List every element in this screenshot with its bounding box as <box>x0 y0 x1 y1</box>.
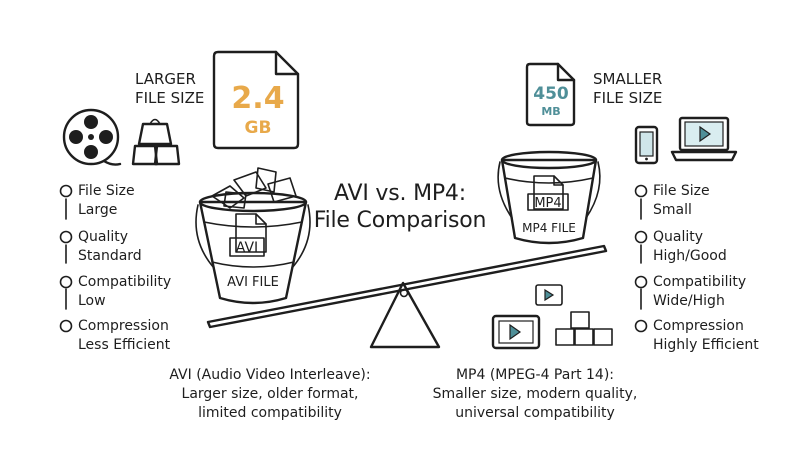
seesaw <box>206 244 608 349</box>
avi-caption-heading: AVI (Audio Video Interleave): <box>169 367 371 383</box>
mp4-attribute-value: Wide/High <box>653 293 725 309</box>
avi-attribute-file-size: File Size Large <box>78 182 135 220</box>
weights-icon <box>131 118 181 166</box>
page-title-line-1: AVI vs. MP4: <box>334 181 466 206</box>
mp4-attribute-value: High/Good <box>653 248 727 264</box>
larger-file-size-label-line-2: FILE SIZE <box>135 89 205 107</box>
mp4-caption-line: universal compatibility <box>455 405 615 421</box>
mp4-attribute-name: File Size <box>653 183 710 199</box>
small-file-size-value: 450 <box>533 84 569 104</box>
mp4-bucket <box>497 150 601 245</box>
mp4-attribute-quality: Quality High/Good <box>653 228 727 266</box>
avi-attribute-bullets <box>59 184 73 333</box>
smaller-file-size-label-line-2: FILE SIZE <box>593 89 663 107</box>
avi-attribute-value: Standard <box>78 248 142 264</box>
avi-attribute-name: File Size <box>78 183 135 199</box>
avi-caption-line: Larger size, older format, <box>181 386 359 402</box>
avi-attribute-name: Compatibility <box>78 274 172 290</box>
large-file-size-value: 2.4 <box>231 81 284 116</box>
mp4-caption-line: Smaller size, modern quality, <box>432 386 638 402</box>
phone-icon <box>634 125 659 165</box>
avi-attribute-name: Compression <box>78 318 169 334</box>
mp4-attribute-value: Small <box>653 202 692 218</box>
larger-file-size-label: LARGER FILE SIZE <box>135 70 204 108</box>
stacked-blocks-icon <box>555 311 613 346</box>
mp4-caption: MP4 (MPEG-4 Part 14): Smaller size, mode… <box>415 366 655 423</box>
mp4-bucket-label: MP4 FILE <box>522 221 576 235</box>
larger-file-size-label-line-1: LARGER <box>135 70 196 88</box>
mp4-bucket-badge: MP4 <box>534 196 561 211</box>
large-file-document-icon <box>212 50 300 150</box>
mp4-attribute-value: Highly Efficient <box>653 337 759 353</box>
mp4-attribute-name: Compression <box>653 318 744 334</box>
avi-bucket-label: AVI FILE <box>227 275 279 290</box>
smaller-file-size-label-line-1: SMALLER <box>593 70 663 88</box>
small-file-document-icon <box>525 62 576 127</box>
avi-caption: AVI (Audio Video Interleave): Larger siz… <box>150 366 390 423</box>
mp4-attribute-name: Compatibility <box>653 274 747 290</box>
page-title-line-2: File Comparison <box>313 208 487 233</box>
avi-attribute-compression: Compression Less Efficient <box>78 317 170 355</box>
page-title: AVI vs. MP4: File Comparison <box>300 180 500 234</box>
avi-bucket <box>195 167 311 305</box>
avi-attribute-value: Large <box>78 202 118 218</box>
smaller-file-size-label: SMALLER FILE SIZE <box>593 70 662 108</box>
mp4-attribute-compatibility: Compatibility Wide/High <box>653 273 746 311</box>
mp4-attribute-bullets <box>634 184 648 333</box>
avi-caption-line: limited compatibility <box>198 405 342 421</box>
mp4-attribute-name: Quality <box>653 229 704 245</box>
small-file-size-unit: MB <box>541 105 560 118</box>
video-player-icon <box>491 314 541 350</box>
mp4-attribute-compression: Compression Highly Efficient <box>653 317 759 355</box>
mp4-attribute-file-size: File Size Small <box>653 182 710 220</box>
mp4-caption-heading: MP4 (MPEG-4 Part 14): <box>455 367 615 383</box>
avi-attribute-compatibility: Compatibility Low <box>78 273 171 311</box>
avi-bucket-badge: AVI <box>236 240 258 256</box>
avi-attribute-value: Low <box>78 293 106 309</box>
small-video-player-icon <box>535 284 563 306</box>
avi-attribute-value: Less Efficient <box>78 337 171 353</box>
laptop-icon <box>670 116 738 162</box>
avi-attribute-name: Quality <box>78 229 129 245</box>
film-reel-icon <box>62 108 122 166</box>
avi-attribute-quality: Quality Standard <box>78 228 142 266</box>
large-file-size-unit: GB <box>245 118 272 138</box>
